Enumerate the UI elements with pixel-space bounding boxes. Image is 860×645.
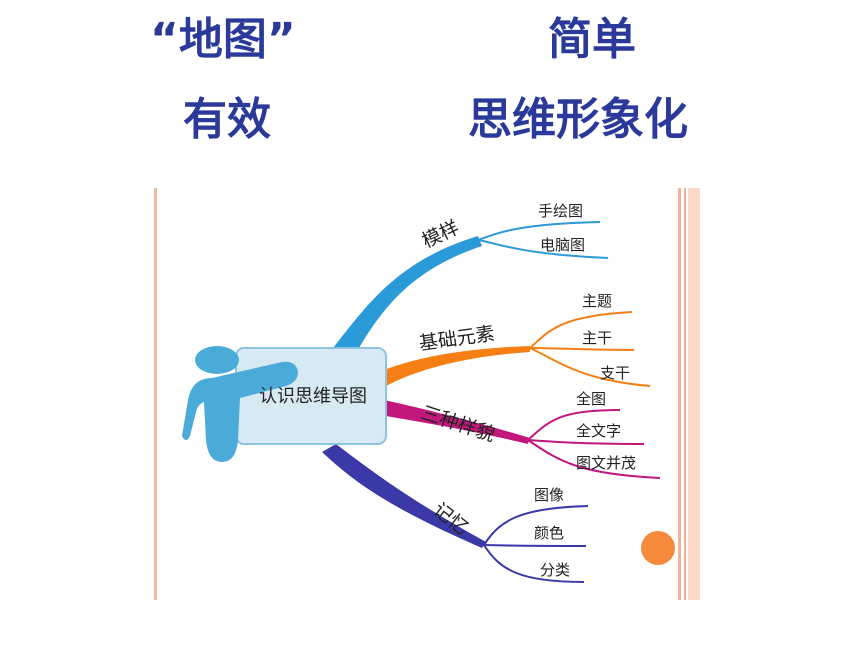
leaf-line-3-1 <box>483 544 587 547</box>
leaf-hand-drawn: 手绘图 <box>538 202 583 220</box>
leaf-trunk: 主干 <box>582 329 612 347</box>
main-branches <box>322 236 530 548</box>
leaf-line-3-0 <box>483 505 589 546</box>
leaf-line-0-1 <box>477 239 609 259</box>
leaf-line-2-2 <box>527 439 661 479</box>
orange-dot <box>641 531 675 565</box>
leaf-line-1-1 <box>529 347 635 351</box>
center-topic-label: 认识思维导图 <box>259 386 367 407</box>
heading-right-top: 简单 <box>548 14 636 65</box>
branch-ribbon-1 <box>384 346 530 386</box>
leaf-all-text: 全文字 <box>576 422 621 440</box>
leaf-all-image: 全图 <box>576 390 606 408</box>
person-figure-icon <box>182 346 298 462</box>
leaf-line-1-0 <box>529 311 633 349</box>
branch-label-styles: 三种样貌 <box>418 402 497 446</box>
leaf-color: 颜色 <box>534 524 564 542</box>
leaf-computer-drawn: 电脑图 <box>540 236 585 254</box>
right-border-stripes <box>678 188 700 600</box>
leaf-image: 图像 <box>534 486 564 504</box>
left-border-line <box>154 188 157 600</box>
leaf-line-1-2 <box>529 347 651 387</box>
leaf-twig: 支干 <box>600 364 630 382</box>
branch-ribbon-0 <box>330 236 482 360</box>
leaf-line-0-0 <box>477 221 601 241</box>
leaf-image-and-text: 图文并茂 <box>576 454 636 472</box>
leaf-line-3-2 <box>483 544 585 583</box>
leaf-line-2-0 <box>527 409 621 441</box>
leaf-topic: 主题 <box>582 292 612 310</box>
heading-left-bottom: 有效 <box>183 94 271 145</box>
heading-right-bottom: 思维形象化 <box>468 94 688 145</box>
heading-left-top: “地图” <box>150 14 296 65</box>
leaf-line-2-1 <box>527 439 645 445</box>
leaf-category: 分类 <box>540 561 570 579</box>
branch-ribbon-3 <box>322 444 486 548</box>
leaf-lines <box>477 221 661 583</box>
branch-ribbon-2 <box>384 400 530 444</box>
